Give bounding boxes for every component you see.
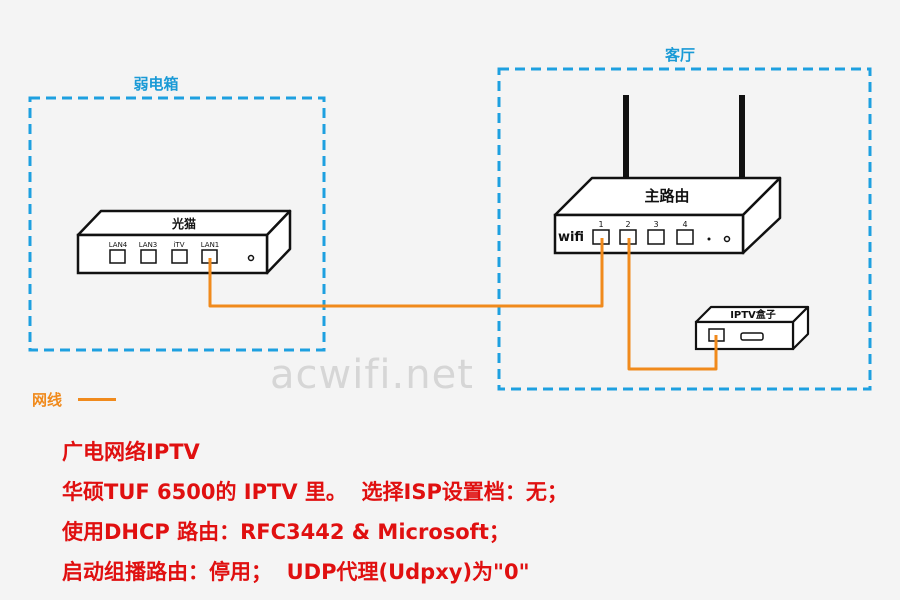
note-line: 华硕TUF 6500的 IPTV 里。 选择ISP设置档：无； [62, 480, 568, 504]
antenna [739, 95, 745, 180]
modem-port [109, 249, 126, 264]
modem-port [171, 249, 188, 264]
iptv-box: IPTV盒子 [694, 305, 810, 351]
modem-port-label: LAN3 [139, 241, 158, 249]
main-router: 主路由 wifi 1 2 3 4 [553, 95, 782, 255]
legend-cable-swatch [78, 398, 116, 401]
iptv-hdmi-port [740, 332, 764, 341]
modem-port-label: LAN1 [201, 241, 220, 249]
config-notes: 广电网络IPTV 华硕TUF 6500的 IPTV 里。 选择ISP设置档：无；… [62, 432, 568, 592]
router-port-label: 1 [598, 220, 603, 229]
optical-modem: 光猫 LAN4 LAN3 iTV LAN1 [76, 209, 292, 275]
router-label: 主路由 [644, 187, 689, 205]
antenna [623, 95, 629, 180]
iptv-box-label: IPTV盒子 [730, 308, 776, 321]
modem-label: 光猫 [171, 216, 196, 231]
weak-box-zone [28, 96, 326, 352]
note-line: 启动组播路由：停用； UDP代理(Udpxy)为"0" [62, 560, 530, 584]
router-port-label: 4 [682, 220, 687, 229]
modem-port-label: LAN4 [109, 241, 128, 249]
living-room-label: 客厅 [664, 46, 695, 64]
weak-box-label: 弱电箱 [133, 75, 178, 93]
router-wifi-label: wifi [558, 230, 584, 245]
cable-router-to-iptv [627, 238, 718, 371]
watermark: acwifi.net [270, 352, 474, 398]
router-port-label: 3 [653, 220, 658, 229]
note-line: 广电网络IPTV [62, 440, 200, 464]
living-room-zone [497, 67, 872, 391]
router-port [647, 229, 665, 245]
router-port-label: 2 [625, 220, 630, 229]
note-line: 使用DHCP 路由：RFC3442 & Microsoft； [62, 520, 510, 544]
legend-label: 网线 [32, 391, 63, 409]
router-led [707, 237, 711, 241]
modem-port [140, 249, 157, 264]
router-led [723, 235, 731, 243]
router-port [676, 229, 694, 245]
modem-led [247, 254, 255, 262]
modem-port-label: iTV [173, 241, 184, 249]
cable-modem-to-router [208, 238, 604, 308]
